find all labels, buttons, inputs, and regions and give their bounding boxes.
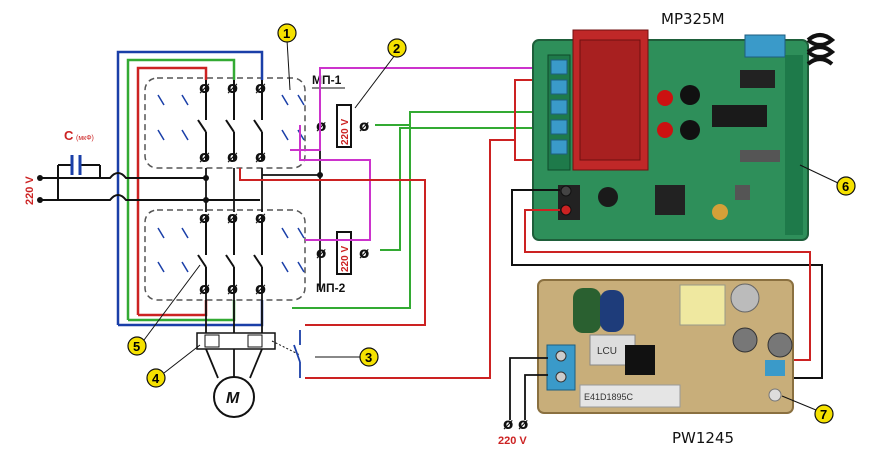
svg-text:ø: ø <box>255 78 266 97</box>
mp325m-board <box>532 29 836 241</box>
psu-chip-label-1: LCU <box>597 346 617 357</box>
relay-1-label: МП-1 <box>312 73 342 87</box>
callout-3-label: 3 <box>365 350 372 365</box>
svg-text:ø: ø <box>255 147 266 166</box>
relay-2-box <box>144 209 306 301</box>
coil-1: 220 V <box>336 104 352 148</box>
red-wire-psu <box>524 209 811 361</box>
relay-1-box <box>144 77 306 169</box>
green-loop-wire <box>126 58 236 320</box>
psu-input-wires <box>509 357 548 420</box>
svg-text:ø: ø <box>316 244 326 262</box>
pw1245-board <box>537 279 794 414</box>
pw1245-title: PW1245 <box>672 429 734 447</box>
capacitor-symbol <box>70 155 82 175</box>
thermal-relay <box>196 332 301 356</box>
magenta-wire-2 <box>299 125 371 241</box>
psu-voltage-label: 220 V <box>498 435 527 447</box>
coil-1-voltage-label: 220 V <box>340 119 351 145</box>
callout-2-label: 2 <box>393 41 400 56</box>
callout-7: 7 <box>781 395 834 424</box>
antenna-coil <box>806 33 836 66</box>
green-wire-relay2 <box>292 120 411 309</box>
mp325m-title: MP325M <box>661 10 725 28</box>
svg-text:ø: ø <box>359 244 369 262</box>
callout-4: 4 <box>146 344 201 388</box>
relay-2-label: МП-2 <box>316 281 346 295</box>
svg-text:ø: ø <box>199 208 210 227</box>
callout-5-label: 5 <box>133 339 140 354</box>
black-wire-psu <box>511 189 823 379</box>
coil-2-voltage-label: 220 V <box>340 246 351 272</box>
psu-chip-label-2: E41D1895C <box>584 392 634 402</box>
relay-2-aux-contacts <box>157 227 305 273</box>
svg-text:ø: ø <box>227 279 238 298</box>
svg-text:ø: ø <box>316 117 326 135</box>
svg-text:ø: ø <box>227 78 238 97</box>
magenta-wire <box>290 67 560 151</box>
callout-1: 1 <box>277 23 297 91</box>
green-loop-wire-bottom <box>128 300 236 322</box>
callout-2: 2 <box>354 38 407 109</box>
motor-label: M <box>226 390 240 407</box>
callout-7-label: 7 <box>820 407 827 422</box>
coil-2: 220 V <box>336 231 352 275</box>
svg-text:ø: ø <box>518 415 528 433</box>
red-wire-thermal <box>305 79 560 379</box>
callout-6: 6 <box>799 164 856 196</box>
svg-text:ø: ø <box>503 415 513 433</box>
svg-text:ø: ø <box>255 208 266 227</box>
callout-4-label: 4 <box>152 371 160 386</box>
mains-input-lines <box>40 164 260 201</box>
callout-3: 3 <box>315 347 379 367</box>
svg-text:ø: ø <box>255 279 266 298</box>
svg-text:ø: ø <box>199 147 210 166</box>
red-wire-loop <box>239 168 426 326</box>
callout-1-label: 1 <box>283 26 290 41</box>
voltage-left-label: 220 V <box>24 176 36 205</box>
red-loop-wire <box>136 66 208 315</box>
callout-6-label: 6 <box>842 179 849 194</box>
relay-1-aux-contacts <box>157 94 305 141</box>
blue-wire <box>116 50 264 325</box>
capacitor-label: C <box>64 128 74 143</box>
svg-text:ø: ø <box>199 279 210 298</box>
relay-1-contacts <box>197 80 263 160</box>
svg-text:ø: ø <box>199 78 210 97</box>
green-wire-3 <box>380 127 560 251</box>
svg-text:ø: ø <box>359 117 369 135</box>
motor <box>213 376 255 418</box>
relay-2-contacts <box>197 215 263 292</box>
svg-text:ø: ø <box>227 208 238 227</box>
callout-5: 5 <box>127 264 201 356</box>
capacitor-unit-label: (мкФ) <box>76 135 94 142</box>
thermal-contact <box>293 330 301 378</box>
svg-text:ø: ø <box>227 147 238 166</box>
